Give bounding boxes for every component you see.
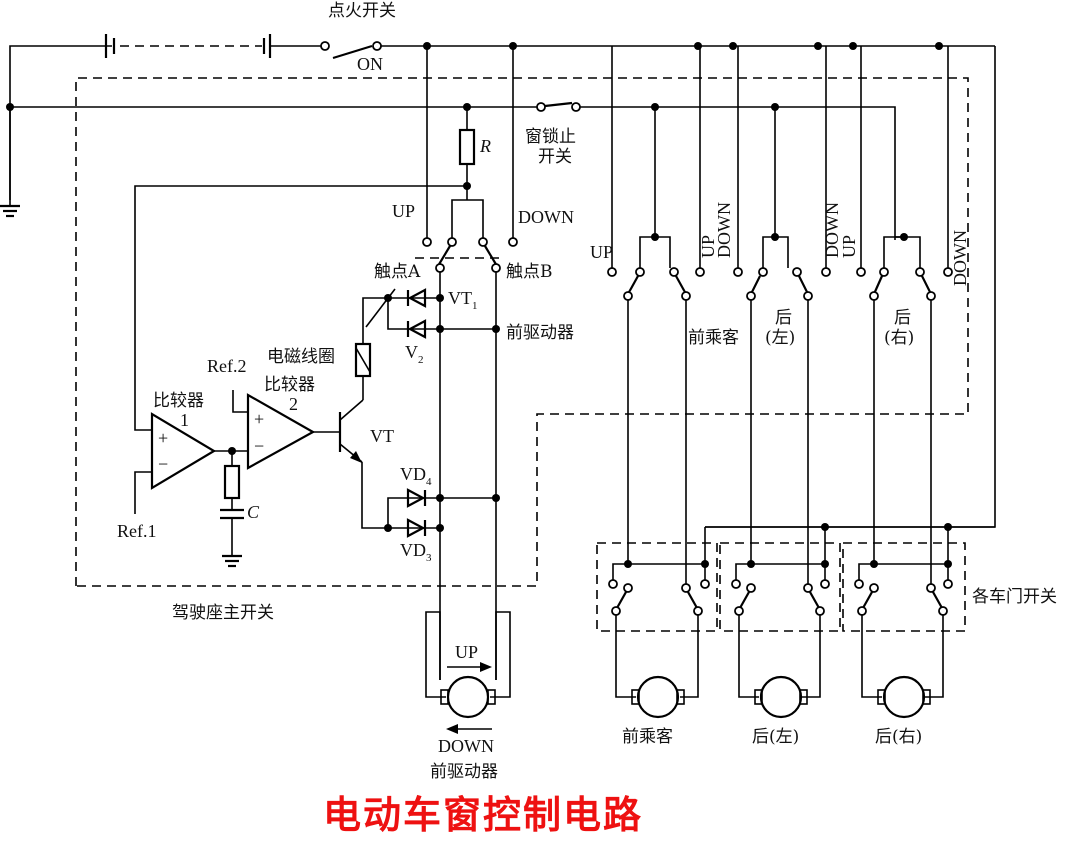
- vt-label: VT: [370, 426, 394, 446]
- driver-window-switch[interactable]: [415, 237, 518, 273]
- comparator-1-num: 1: [180, 410, 189, 430]
- resistor-icon: [223, 464, 241, 500]
- vd4-label: VD4: [400, 464, 432, 488]
- op-amp-icon: [246, 393, 316, 470]
- driver-down-label: DOWN: [518, 207, 574, 227]
- junction-dots: [6, 42, 943, 190]
- comparator-2-label: 比较器: [264, 375, 315, 395]
- window-lock-switch[interactable]: [536, 101, 581, 112]
- ref2-label: Ref.2: [207, 356, 247, 376]
- motor-up-label: UP: [455, 642, 478, 662]
- comparator-1-label: 比较器: [153, 391, 204, 411]
- door-switch-front-passenger[interactable]: [596, 542, 718, 632]
- motor-front-passenger: [615, 615, 699, 719]
- rear-left-label-2: (左): [765, 328, 795, 348]
- ground-icon: [222, 518, 242, 568]
- diagram-title: 电动车窗控制电路: [323, 793, 643, 837]
- battery-icon: [104, 34, 272, 58]
- rl-up-label: UP: [698, 235, 718, 258]
- contact-a-label: 触点A: [374, 262, 421, 282]
- vt1-label: VT1: [448, 288, 478, 312]
- master-switch-rear-right[interactable]: [856, 233, 953, 301]
- driver-master-switch-label: 驾驶座主开关: [172, 603, 274, 623]
- rr-down-label: DOWN: [822, 202, 842, 258]
- rear-left-label-1: 后: [775, 308, 792, 328]
- ignition-switch-label: 点火开关: [328, 1, 396, 21]
- on-label: ON: [357, 54, 383, 74]
- resistor-icon: [458, 128, 476, 166]
- rr-up-label: UP: [839, 235, 859, 258]
- window-lock-label-2: 开关: [538, 147, 572, 167]
- op-amp-icon: [150, 412, 217, 490]
- motor-front-driver-label: 前驱动器: [430, 762, 498, 782]
- motor-icon: [440, 675, 496, 719]
- front-driver-label: 前驱动器: [506, 323, 574, 343]
- lock-rail-right: [578, 106, 896, 240]
- contact-b-label: 触点B: [506, 262, 553, 282]
- master-switch-rear-left[interactable]: [733, 107, 831, 301]
- motor-down-label: DOWN: [438, 736, 494, 756]
- ref1-label: Ref.1: [117, 521, 157, 541]
- diode-icon: [388, 288, 440, 308]
- comp1-plus: +: [158, 428, 168, 448]
- right-down-label: DOWN: [950, 230, 970, 286]
- door-switch-rear-left[interactable]: [719, 542, 841, 632]
- comp1-minus: −: [158, 454, 168, 474]
- diode-icon: [406, 518, 427, 538]
- ground-icon: [0, 106, 20, 218]
- motor-rear-right: [861, 615, 944, 719]
- capacitor-icon: [220, 508, 244, 520]
- diode-icon: [387, 488, 496, 528]
- solenoid-label: 电磁线圈: [267, 347, 335, 367]
- motor-rear-left: [738, 615, 821, 719]
- capacitor-label: C: [247, 502, 260, 522]
- arrow-left-icon: [446, 724, 492, 734]
- rl-down-label: DOWN: [714, 202, 734, 258]
- arrow-right-icon: [447, 662, 492, 672]
- comparator-2-num: 2: [289, 394, 298, 414]
- comp2-plus: +: [254, 409, 264, 429]
- motor-rear-left-label: 后(左): [752, 727, 799, 747]
- resistor-label: R: [479, 136, 491, 156]
- door-switches-label: 各车门开关: [972, 587, 1057, 607]
- front-passenger-up-label: UP: [590, 242, 613, 262]
- v2-label: V2: [405, 342, 424, 366]
- rear-right-label-2: (右): [884, 328, 914, 348]
- master-switch-front-passenger[interactable]: [607, 107, 705, 301]
- solenoid-icon: [354, 342, 372, 378]
- npn-transistor-icon: [313, 399, 440, 529]
- front-passenger-label: 前乘客: [688, 328, 739, 348]
- diode-icon: [387, 298, 496, 339]
- driver-up-label: UP: [392, 201, 415, 221]
- window-lock-label-1: 窗锁止: [525, 127, 576, 147]
- motor-rear-right-label: 后(右): [875, 727, 922, 747]
- motor-front-passenger-label: 前乘客: [622, 727, 673, 747]
- ignition-switch[interactable]: [320, 41, 382, 60]
- rear-right-label-1: 后: [894, 308, 911, 328]
- vd3-label: VD3: [400, 540, 432, 564]
- comp2-minus: −: [254, 436, 264, 456]
